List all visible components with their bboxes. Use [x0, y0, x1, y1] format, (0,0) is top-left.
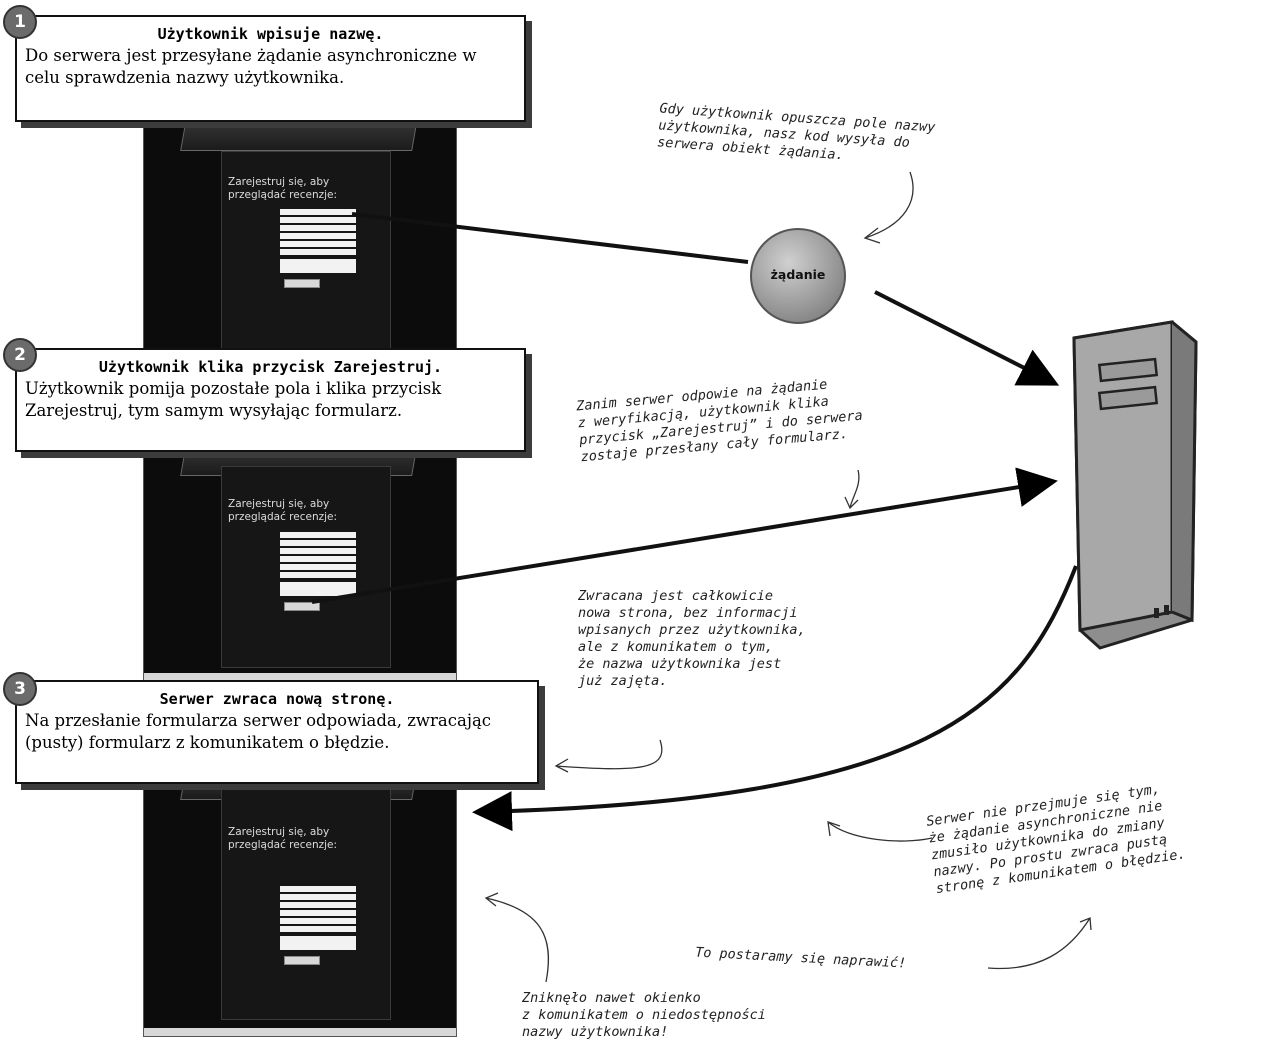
step-2-badge: 2	[3, 338, 37, 372]
username-field[interactable]	[280, 886, 356, 892]
line-field-to-request	[351, 212, 749, 264]
form-field[interactable]	[280, 556, 356, 562]
request-label: żądanie	[770, 267, 826, 282]
step-1-title: Użytkownik wpisuje nazwę.	[157, 25, 384, 43]
request-bubble: żądanie	[750, 228, 846, 324]
form-textarea[interactable]	[280, 936, 356, 950]
pointer-new-page-note	[554, 739, 663, 773]
note-new-page: Zwracana jest całkowicie nowa strona, be…	[578, 588, 806, 689]
pointer-submit-note	[844, 469, 860, 510]
server-icon	[1072, 320, 1198, 650]
form-textarea[interactable]	[280, 259, 356, 273]
pointer-server-note	[827, 821, 933, 842]
form-textarea[interactable]	[280, 582, 356, 596]
register-button[interactable]	[284, 279, 320, 288]
step-1-badge: 1	[3, 5, 37, 39]
arrow-server-to-page	[472, 565, 1078, 832]
form-field[interactable]	[280, 918, 356, 924]
arrow-submit-to-server	[311, 467, 1058, 604]
form-field[interactable]	[280, 564, 356, 570]
form-field[interactable]	[280, 249, 356, 255]
form-field[interactable]	[280, 572, 356, 578]
pointer-vanished-note	[484, 892, 550, 983]
pointer-request-note	[863, 171, 914, 244]
form-field[interactable]	[280, 225, 356, 231]
browser-status-bar	[144, 1028, 456, 1036]
step-1-body: Do serwera jest przesyłane żądanie async…	[25, 46, 477, 87]
callout-step-1: Użytkownik wpisuje nazwę. Do serwera jes…	[15, 15, 526, 122]
step-3-title: Serwer zwraca nową stronę.	[159, 690, 395, 708]
step-3-body: Na przesłanie formularza serwer odpowiad…	[25, 711, 492, 752]
form-field[interactable]	[280, 548, 356, 554]
step-2-body: Użytkownik pomija pozostałe pola i klika…	[25, 379, 442, 420]
browser-status-bar	[144, 673, 456, 681]
form-field[interactable]	[280, 540, 356, 546]
register-button[interactable]	[284, 602, 320, 611]
form-field[interactable]	[280, 233, 356, 239]
register-button[interactable]	[284, 956, 320, 965]
form-field[interactable]	[280, 241, 356, 247]
callout-step-3: Serwer zwraca nową stronę. Na przesłanie…	[15, 680, 539, 784]
username-field[interactable]	[280, 209, 356, 215]
form-field[interactable]	[280, 910, 356, 916]
step-2-title: Użytkownik klika przycisk Zarejestruj.	[98, 358, 443, 376]
form-field[interactable]	[280, 926, 356, 932]
form-field[interactable]	[280, 217, 356, 223]
arrow-request-to-server	[874, 290, 1060, 386]
note-vanished: Zniknęło nawet okienko z komunikatem o n…	[522, 990, 766, 1040]
pointer-fix-note	[987, 917, 1092, 970]
callout-step-2: Użytkownik klika przycisk Zarejestruj. U…	[15, 348, 526, 452]
form-field[interactable]	[280, 894, 356, 900]
username-field[interactable]	[280, 532, 356, 538]
form-field[interactable]	[280, 902, 356, 908]
step-3-badge: 3	[3, 672, 37, 706]
